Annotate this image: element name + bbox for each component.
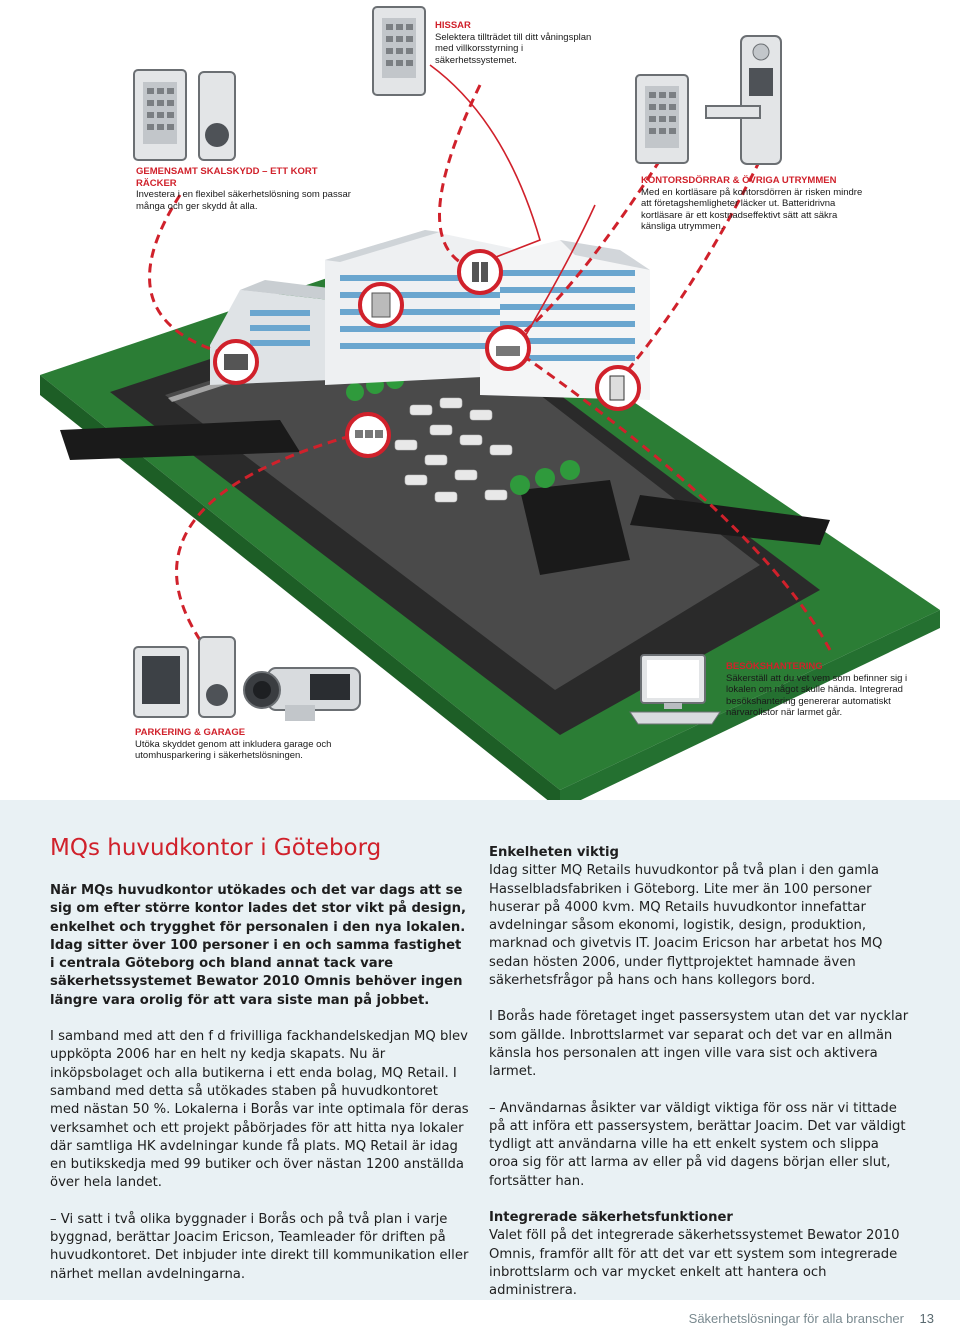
proximity-reader-left	[198, 71, 236, 161]
callout-parkering: PARKERING & GARAGE Utöka skyddet genom a…	[135, 727, 355, 762]
battery-lock-icon	[705, 35, 782, 165]
callout-body: Säkerställ att du vet vem som befinner s…	[726, 672, 908, 719]
callout-body: Investera i en flexibel säkerhetslösning…	[136, 189, 351, 212]
article-paragraph: Idag sitter MQ Retails huvudkontor på tv…	[489, 863, 883, 989]
callout-hissar: HISSAR Selektera tillträdet till ditt vå…	[435, 20, 605, 66]
hotspot-badges	[213, 249, 641, 458]
article-paragraph: – Vi satt i två olika byggnader i Borås …	[50, 1211, 469, 1282]
callout-body: Utöka skyddet genom att inkludera garage…	[135, 738, 332, 762]
keypad-reader-office	[635, 74, 689, 164]
callout-heading: PARKERING & GARAGE	[135, 727, 246, 738]
parking-cars	[394, 397, 513, 503]
footer-text: Säkerhetslösningar för alla branscher	[688, 1311, 904, 1326]
article-paragraph: I samband med att den f d frivilliga fac…	[50, 1029, 469, 1191]
elevator-hotspot-icon	[457, 249, 503, 295]
subheading: Integrerade säkerhetsfunktioner	[489, 1210, 733, 1226]
callout-gemensamt: GEMENSAMT SKALSKYDD – ETT KORT RÄCKER In…	[136, 166, 351, 212]
callout-body: Selektera tillträdet till ditt våningspl…	[435, 31, 592, 66]
garage-hotspot-icon	[213, 339, 259, 385]
article-right-column: Enkelheten viktig Idag sitter MQ Retails…	[489, 844, 911, 1319]
article-title: MQs huvudkontor i Göteborg	[50, 835, 382, 861]
article-paragraph: – Användarnas åsikter var väldigt viktig…	[489, 1100, 906, 1189]
office-building	[210, 230, 650, 400]
article-left-column: MQs huvudkontor i Göteborg När MQs huvud…	[50, 834, 470, 1302]
callout-heading: KONTORSDÖRRAR & ÖVRIGA UTRYMMEN	[641, 175, 837, 186]
parking-hotspot-icon	[345, 412, 391, 458]
connector-lines	[148, 84, 832, 651]
article-panel: MQs huvudkontor i Göteborg När MQs huvud…	[0, 800, 960, 1300]
camera-icon	[243, 667, 361, 721]
keypad-reader-top	[372, 6, 426, 96]
callout-besok: BESÖKSHANTERING Säkerställ att du vet ve…	[726, 661, 916, 719]
callout-heading: GEMENSAMT SKALSKYDD – ETT KORT RÄCKER	[136, 166, 318, 189]
callout-heading: HISSAR	[435, 20, 471, 31]
callout-body: Med en kortläsare på kontorsdörren är ri…	[641, 186, 863, 233]
parking-reader	[133, 636, 236, 718]
security-illustration	[40, 6, 940, 800]
article-paragraph: I Borås hade företaget inget passersyste…	[489, 1009, 909, 1080]
article-paragraph: Valet föll på det integrerade säkerhetss…	[489, 1228, 900, 1299]
door-hotspot-icon	[358, 282, 404, 328]
keypad-reader-left	[133, 69, 187, 161]
subheading: Enkelheten viktig	[489, 845, 619, 860]
reception-hotspot-icon	[485, 325, 531, 371]
office-door-hotspot-icon	[595, 365, 641, 411]
callout-kontor: KONTORSDÖRRAR & ÖVRIGA UTRYMMEN Med en k…	[641, 175, 863, 233]
connector-lines-solid	[429, 64, 596, 346]
computer-icon	[629, 654, 721, 725]
page-footer: Säkerhetslösningar för alla branscher 13	[0, 1300, 960, 1329]
article-lead: När MQs huvudkontor utökades och det var…	[50, 883, 467, 1008]
page-number: 13	[919, 1311, 934, 1326]
callout-heading: BESÖKSHANTERING	[726, 661, 823, 672]
